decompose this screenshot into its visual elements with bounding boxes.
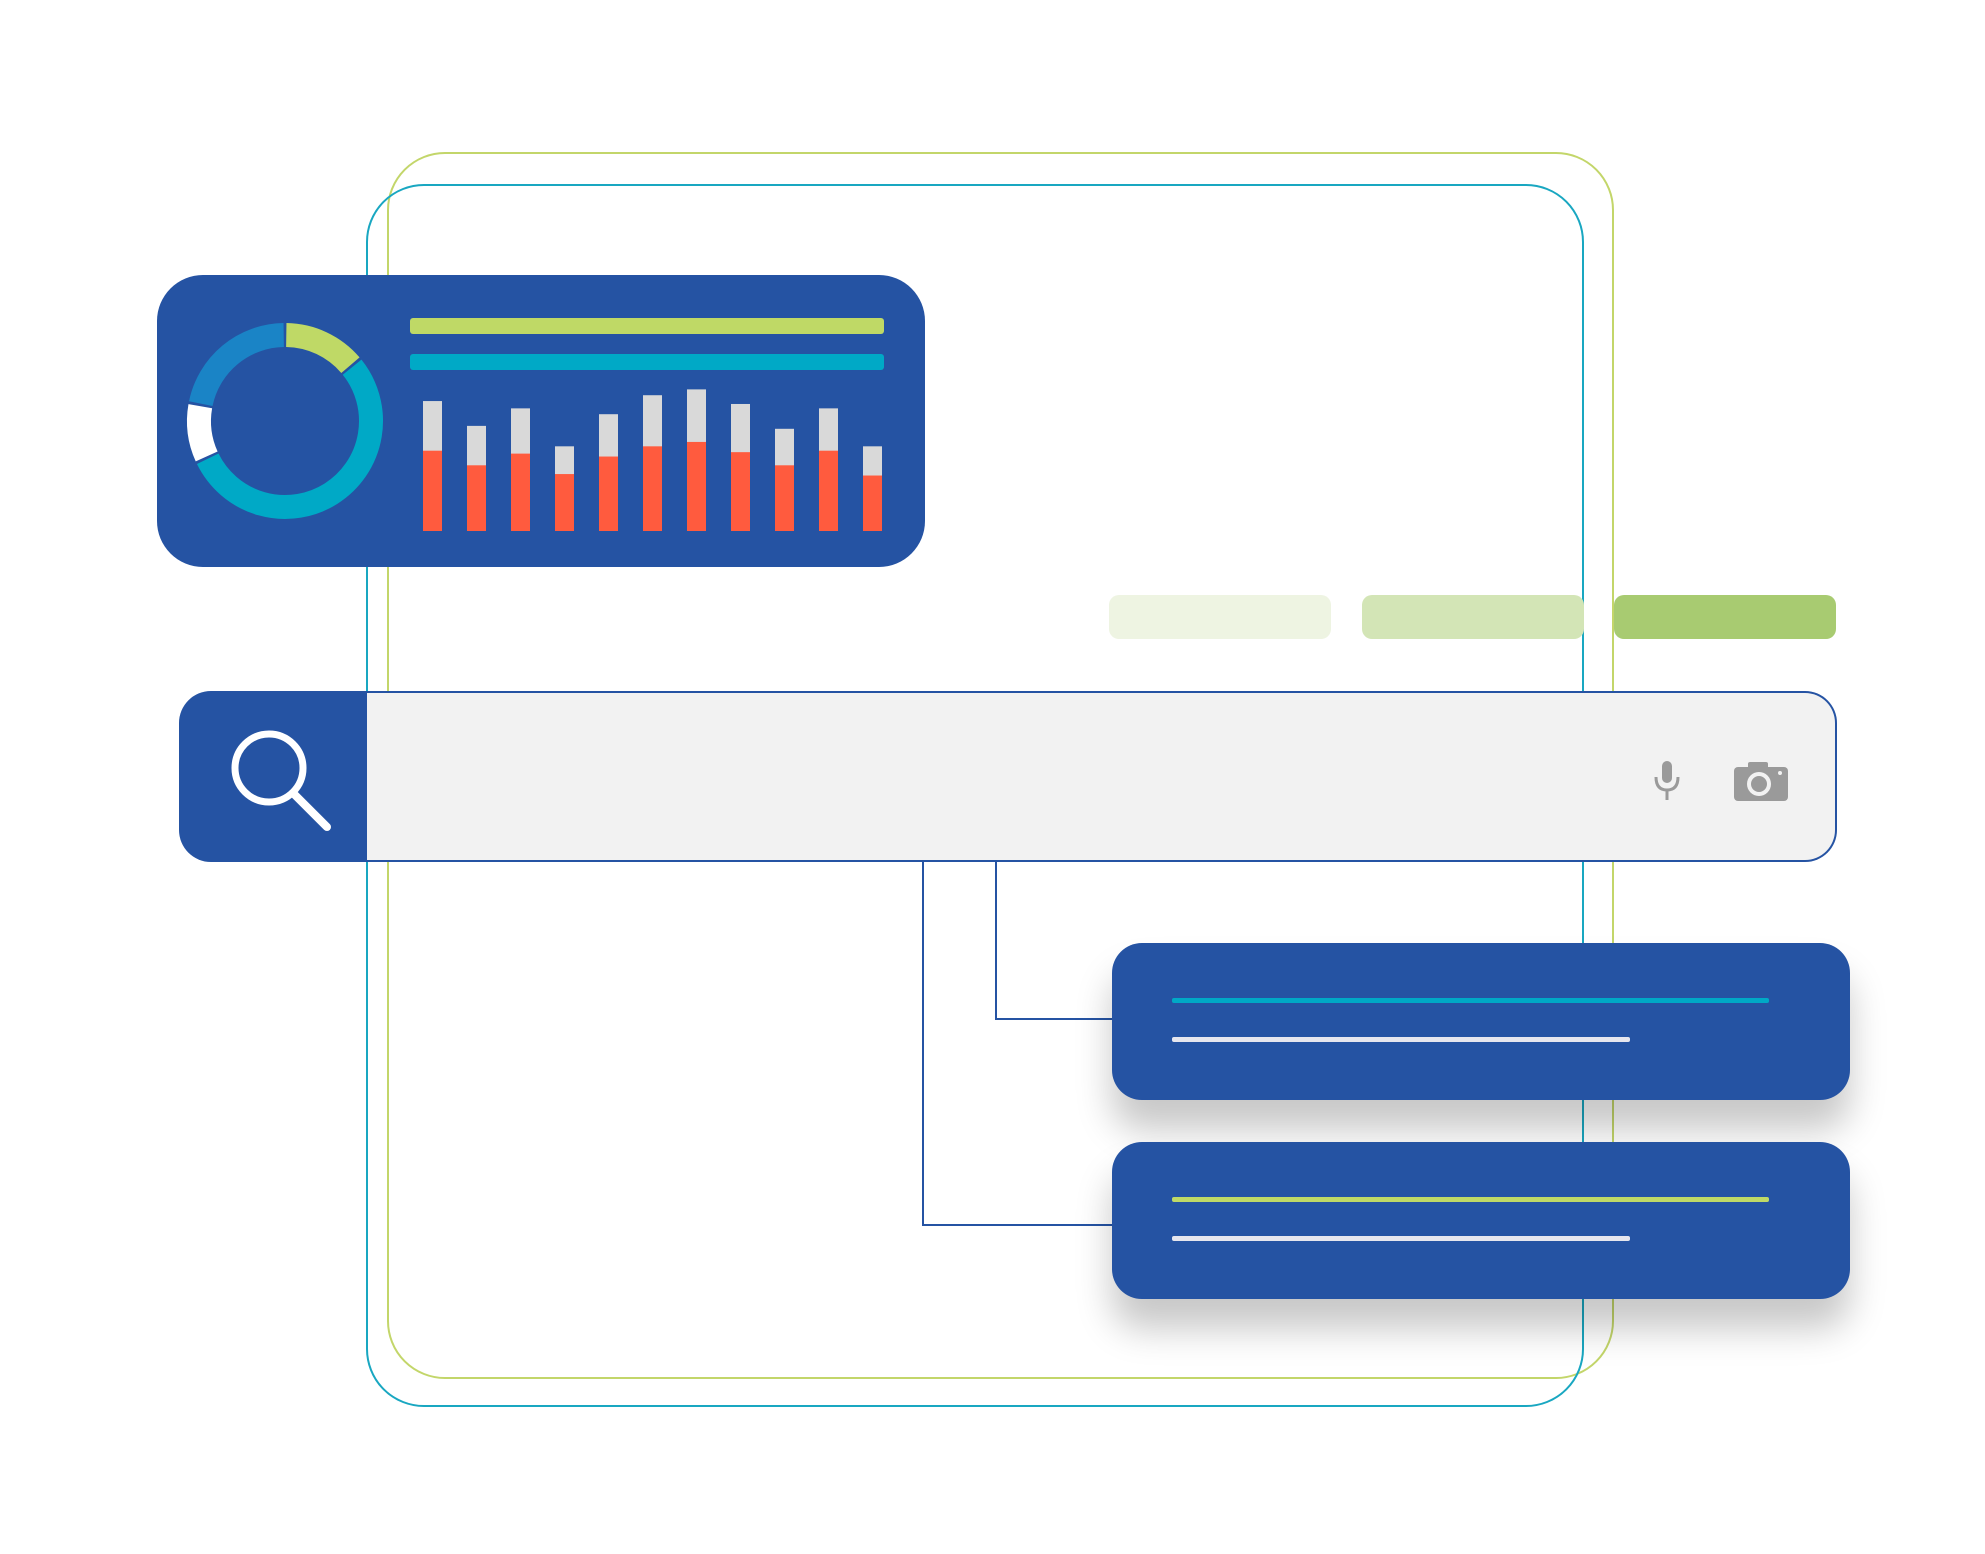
search-icon [231, 730, 331, 831]
donut-segment-2 [196, 359, 383, 519]
result-title-line [1172, 998, 1769, 1003]
result-snippet-line [1172, 1236, 1630, 1241]
bar-fill-5 [599, 456, 618, 531]
connector-line-2 [922, 862, 1114, 1226]
bar-fill-2 [467, 465, 486, 531]
bar-fill-10 [819, 450, 838, 531]
bar-fill-9 [775, 465, 794, 531]
bar-fill-8 [731, 452, 750, 531]
donut-chart [187, 323, 383, 519]
search-input[interactable] [367, 691, 1837, 862]
dashboard-subtitle-line [410, 354, 884, 370]
filter-pill-3[interactable] [1614, 595, 1836, 639]
search-button[interactable] [179, 691, 369, 862]
dashboard-title-line [410, 318, 884, 334]
dashboard-card [157, 275, 925, 567]
filter-pill-1[interactable] [1109, 595, 1331, 639]
bar-fill-3 [511, 453, 530, 531]
bar-fill-11 [863, 475, 882, 531]
donut-segment-1 [285, 323, 360, 374]
donut-segment-4 [189, 323, 285, 407]
donut-segment-3 [187, 404, 218, 462]
bar-fill-1 [423, 450, 442, 531]
connector-line-1 [995, 862, 1114, 1020]
bar-chart [423, 389, 882, 531]
result-card-1[interactable] [1112, 943, 1850, 1100]
bar-fill-4 [555, 474, 574, 531]
result-card-2[interactable] [1112, 1142, 1850, 1299]
bar-fill-7 [687, 441, 706, 531]
microphone-icon[interactable] [1652, 759, 1682, 803]
bar-fill-6 [643, 446, 662, 531]
result-title-line [1172, 1197, 1769, 1202]
result-snippet-line [1172, 1037, 1630, 1042]
filter-pill-2[interactable] [1362, 595, 1584, 639]
camera-icon[interactable] [1732, 760, 1790, 802]
